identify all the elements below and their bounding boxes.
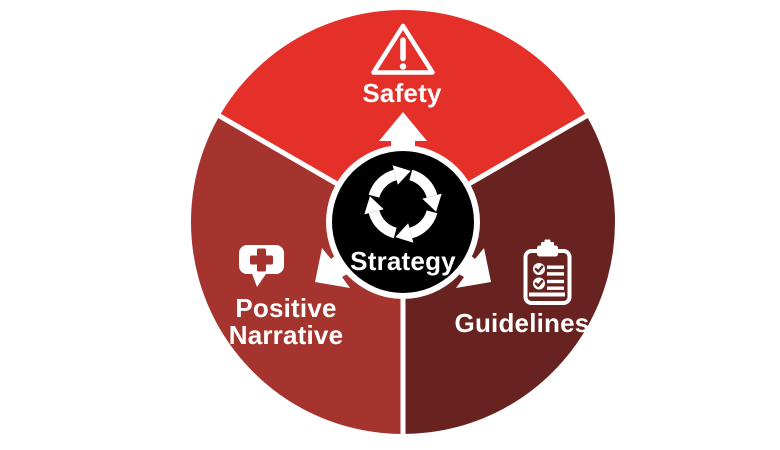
warning-triangle-icon xyxy=(371,23,435,75)
strategy-label: Strategy xyxy=(350,246,456,276)
clipboard-checklist-icon xyxy=(523,239,572,305)
guidelines-label: Guidelines xyxy=(455,308,590,338)
positive-narrative-label-line1: Positive xyxy=(235,293,336,323)
plus-speech-bubble-icon xyxy=(239,245,284,287)
positive-narrative-label-line2: Narrative xyxy=(229,320,344,350)
cycle-arrows-icon xyxy=(364,165,442,243)
hub-circle xyxy=(332,151,474,293)
safety-label: Safety xyxy=(362,78,442,108)
